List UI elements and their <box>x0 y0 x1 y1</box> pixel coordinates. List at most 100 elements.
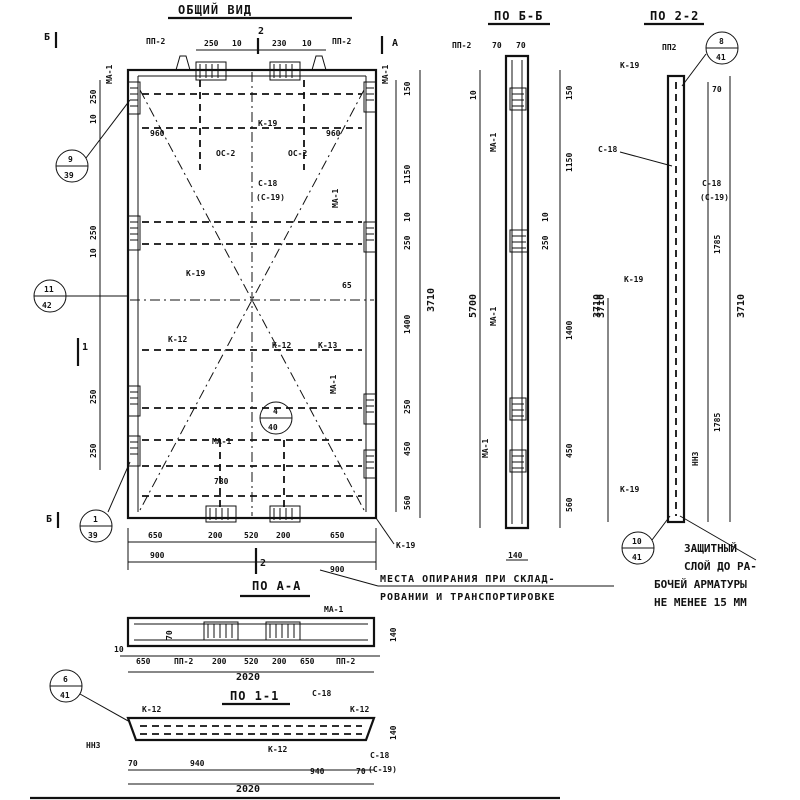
label-k19-mid: К-19 <box>186 269 205 278</box>
label-ma1-topright: МА-1 <box>381 65 390 84</box>
dim-bottom-520: 520 <box>244 531 259 540</box>
note-cover-line3: БОЧЕЙ АРМАТУРЫ <box>654 578 747 591</box>
callout-8-41: 8 41 <box>681 31 739 87</box>
dim-bb-70a: 70 <box>492 41 502 50</box>
section-mark-1: 1 <box>82 342 88 353</box>
dim-aa-520: 520 <box>244 657 259 666</box>
label-k19-bottom: К-19 <box>396 541 415 550</box>
dim-right-560: 560 <box>403 495 412 510</box>
label-k12-11-left: К-12 <box>142 705 161 714</box>
slab-profile-22 <box>666 74 686 524</box>
dim-right-1400: 1400 <box>403 315 412 334</box>
label-pp2-bb: ПП-2 <box>452 41 471 50</box>
label-c19-main: (С-19) <box>256 193 285 202</box>
label-k12-left: К-12 <box>168 335 187 344</box>
dim-bb-70b: 70 <box>516 41 526 50</box>
dim-bb-10: 10 <box>469 90 478 100</box>
panel-outline <box>126 68 378 520</box>
label-oc2-left: ОС-2 <box>216 149 235 158</box>
note-support-line2: РОВАНИИ И ТРАНСПОРТИРОВКЕ <box>380 592 556 603</box>
section-bb: ПО Б-Б ПП-2 70 70 МА-1 МА-1 МА-1 10 5700… <box>452 9 603 561</box>
dim-aa-200b: 200 <box>272 657 287 666</box>
dim-right-1150: 1150 <box>403 165 412 184</box>
section-aa: ПО А-А МА-1 70 140 10 650 ПП-2 200 520 2… <box>114 579 398 683</box>
callout-10-41: 10 41 <box>621 515 671 565</box>
dim-left-2: 10 <box>89 114 98 124</box>
dim-bb-560: 560 <box>565 497 574 512</box>
svg-text:41: 41 <box>60 691 70 700</box>
svg-text:8: 8 <box>719 37 724 46</box>
label-ma1-lower: МА-1 <box>329 375 338 394</box>
callout-1-39: 1 39 <box>79 461 131 543</box>
leader-k19-bottom <box>375 517 395 545</box>
svg-text:41: 41 <box>632 553 642 562</box>
embedded-plates-right <box>363 81 377 479</box>
svg-text:40: 40 <box>268 423 278 432</box>
note-cover-line1: ЗАЩИТНЫЙ <box>684 542 737 555</box>
dim-11-940b: 940 <box>310 767 325 776</box>
label-dim-730: 730 <box>214 477 229 486</box>
dim-left-3: 250 <box>89 225 98 240</box>
dim-right-10: 10 <box>403 212 412 222</box>
label-ma1-topleft: МА-1 <box>105 65 114 84</box>
leader-cover <box>679 515 757 561</box>
dim-bottom-900a: 900 <box>150 551 165 560</box>
svg-text:9: 9 <box>68 155 73 164</box>
dim-bb-150: 150 <box>565 85 574 100</box>
heading-section-22: ПО 2-2 <box>650 9 699 23</box>
heading-section-aa: ПО А-А <box>252 579 301 593</box>
label-ma1-mid: МА-1 <box>331 189 340 208</box>
svg-text:39: 39 <box>88 531 98 540</box>
dim-bb-5700: 5700 <box>468 294 479 318</box>
bottom-plates <box>205 505 301 523</box>
dim-top-10a: 10 <box>232 39 242 48</box>
dim-aa-650a: 650 <box>136 657 151 666</box>
dim-bottom-200b: 200 <box>276 531 291 540</box>
svg-text:39: 39 <box>64 171 74 180</box>
dim-11-70a: 70 <box>128 759 138 768</box>
dim-right-150: 150 <box>403 81 412 96</box>
label-nn3-11: НН3 <box>86 741 101 750</box>
label-k12-11-bottom: К-12 <box>268 745 287 754</box>
dim-bb-1150: 1150 <box>565 153 574 172</box>
section-mark-b-top: Б <box>44 32 50 43</box>
dim-aa-650b: 650 <box>300 657 315 666</box>
slab-profile-aa <box>126 616 376 648</box>
dim-bb-250: 250 <box>541 235 550 250</box>
label-c18-main: С-18 <box>258 179 277 188</box>
dim-top-230: 230 <box>272 39 287 48</box>
svg-text:4: 4 <box>273 407 278 416</box>
label-c18-22-r: С-18 <box>702 179 721 188</box>
dim-right-250: 250 <box>403 235 412 250</box>
plates-bb <box>509 87 529 473</box>
dim-22-1785a: 1785 <box>713 235 722 254</box>
svg-text:6: 6 <box>63 675 68 684</box>
dim-aa-200a: 200 <box>212 657 227 666</box>
note-support-line1: МЕСТА ОПИРАНИЯ ПРИ СКЛАД- <box>380 574 556 585</box>
label-k12-11-right: К-12 <box>350 705 369 714</box>
dim-22-3710: 3710 <box>736 294 747 318</box>
label-c19-22-r: (С-19) <box>700 193 729 202</box>
plates-aa <box>203 621 301 641</box>
dim-11-140: 140 <box>389 725 398 740</box>
dim-bottom-900b: 900 <box>330 565 345 574</box>
svg-text:10: 10 <box>632 537 642 546</box>
lifting-loops-top <box>175 55 327 81</box>
dim-bb-140: 140 <box>508 551 523 560</box>
dim-bb-450: 450 <box>565 443 574 458</box>
label-c18-11-bottom: С-18 <box>370 751 389 760</box>
dim-right-250b: 250 <box>403 399 412 414</box>
dim-bb-1400: 1400 <box>565 321 574 340</box>
dim-11-2020: 2020 <box>236 784 260 795</box>
general-view: ОБЩИЙ ВИД Б А 2 Б 1 2 <box>33 2 437 574</box>
callout-6-41: 6 41 <box>49 669 131 723</box>
dim-overall-3710: 3710 <box>426 288 437 312</box>
dim-bottom-200a: 200 <box>208 531 223 540</box>
dim-left-5: 250 <box>89 389 98 404</box>
heading-section-11: ПО 1-1 <box>230 689 279 703</box>
dim-aa-2020: 2020 <box>236 672 260 683</box>
svg-text:1: 1 <box>93 515 98 524</box>
label-pp2-left: ПП-2 <box>146 37 165 46</box>
dim-aa-70: 70 <box>165 630 174 640</box>
label-c18-11-top: С-18 <box>312 689 331 698</box>
